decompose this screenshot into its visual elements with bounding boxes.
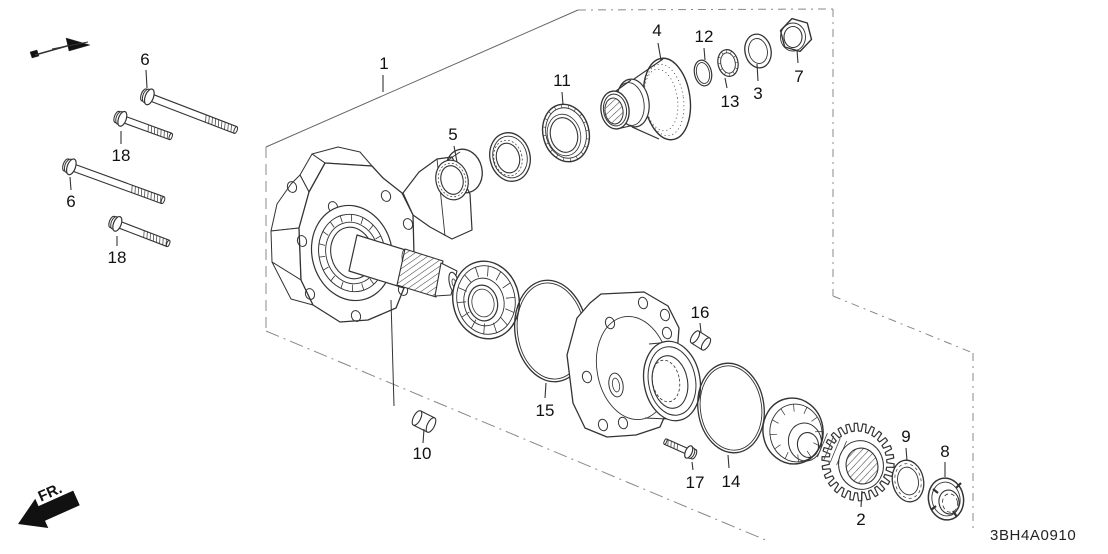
part-number-label: 6 — [140, 50, 149, 69]
flange-cover — [566, 291, 702, 438]
part-callout-8-8: 8 — [940, 442, 950, 477]
axis-indicator-icon — [29, 37, 91, 59]
part-callout-1-0: 1 — [379, 54, 389, 92]
o-ring-14 — [697, 362, 765, 454]
transfer-cover-4 — [600, 57, 692, 141]
dowel-pin-16 — [689, 330, 712, 351]
part-callout-4-3: 4 — [652, 21, 662, 61]
diagram-code: 3BH4A0910 — [990, 527, 1076, 544]
flange-bolt-18-lower — [108, 215, 171, 248]
part-number-label: 2 — [856, 510, 865, 529]
tapered-roller-bearing — [762, 397, 824, 465]
oil-seal-11 — [541, 103, 591, 163]
part-callout-12-12: 12 — [695, 27, 714, 61]
part-number-label: 5 — [448, 125, 457, 144]
parts-layer — [29, 8, 974, 542]
ball-bearing — [452, 260, 520, 340]
part-number-label: 3 — [753, 84, 762, 103]
part-callout-15-15: 15 — [536, 382, 555, 420]
part-callout-16-16: 16 — [691, 303, 710, 333]
part-number-label: 7 — [794, 67, 803, 86]
dowel-pin-10 — [411, 410, 437, 433]
part-callout-18-19: 18 — [108, 236, 127, 267]
part-callout-13-13: 13 — [721, 77, 740, 111]
part-callout-17-17: 17 — [686, 461, 705, 492]
flange-bolt-17 — [663, 438, 698, 460]
flange-bolt-18-upper — [113, 110, 173, 141]
part-number-label: 13 — [721, 92, 740, 111]
seal-collar — [489, 132, 531, 182]
assembly-boundary — [265, 8, 974, 542]
spring-washer-9 — [891, 459, 925, 503]
part-number-label: 11 — [553, 71, 571, 90]
thrust-washer-3 — [744, 33, 772, 69]
part-callout-9-9: 9 — [901, 427, 911, 462]
part-number-label: 15 — [536, 401, 555, 420]
part-number-label: 18 — [108, 248, 127, 267]
transfer-housing — [270, 146, 473, 407]
part-number-label: 18 — [112, 146, 131, 165]
oil-seal-5 — [435, 148, 483, 201]
washer-13 — [717, 49, 739, 77]
part-number-label: 14 — [722, 472, 741, 491]
part-number-label: 10 — [413, 444, 432, 463]
part-number-label: 9 — [901, 427, 910, 446]
part-number-label: 1 — [379, 54, 388, 73]
o-ring-12 — [693, 59, 713, 87]
part-number-label: 6 — [66, 192, 75, 211]
part-callout-3-2: 3 — [753, 63, 763, 103]
part-callout-11-11: 11 — [553, 71, 571, 106]
part-callout-14-14: 14 — [722, 454, 741, 491]
part-callout-7-7: 7 — [794, 49, 804, 86]
part-callout-10-10: 10 — [413, 428, 432, 463]
part-callout-6-5: 6 — [140, 50, 150, 89]
part-number-label: 4 — [652, 21, 661, 40]
part-number-label: 17 — [686, 473, 705, 492]
part-callout-6-6: 6 — [66, 176, 76, 211]
part-callout-2-1: 2 — [856, 490, 866, 529]
transfer-gear-2 — [817, 422, 895, 502]
part-callout-18-18: 18 — [112, 131, 131, 165]
fr-arrow-icon — [18, 490, 80, 529]
part-number-label: 8 — [940, 442, 949, 461]
part-number-label: 12 — [695, 27, 714, 46]
flange-bolt-6-upper — [140, 88, 239, 134]
hex-nut-7 — [779, 17, 813, 53]
flange-bolt-6-lower — [62, 158, 166, 205]
part-callout-5-4: 5 — [448, 125, 458, 163]
fr-direction-indicator: FR. — [18, 480, 80, 529]
lock-nut-8 — [927, 477, 965, 521]
part-number-label: 16 — [691, 303, 710, 322]
